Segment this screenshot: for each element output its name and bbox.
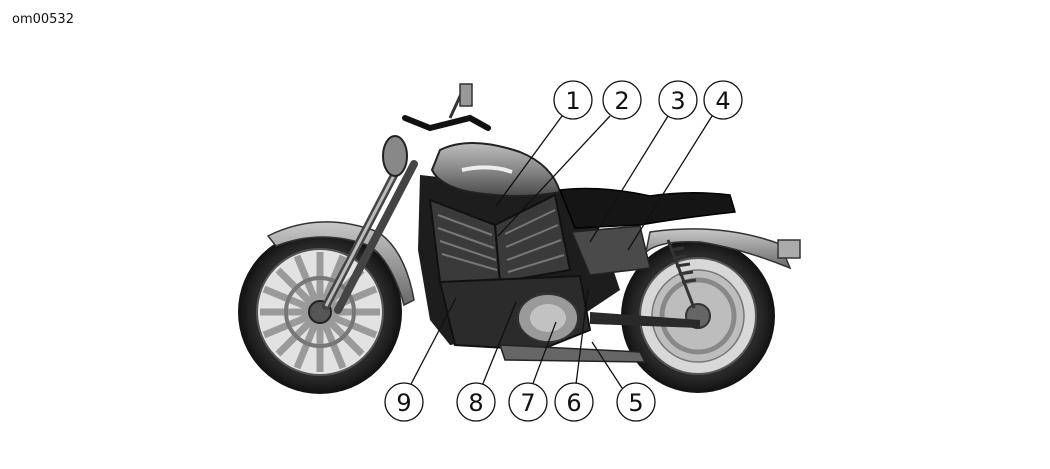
leader-line-5	[591, 341, 623, 389]
callout-4: 4	[703, 80, 743, 120]
callout-3: 3	[658, 80, 698, 120]
leader-line-1	[495, 115, 563, 207]
leader-line-8	[481, 301, 517, 387]
leader-line-4	[627, 115, 713, 251]
callout-label-6: 6	[566, 389, 581, 417]
leader-line-2	[497, 115, 611, 237]
callout-label-8: 8	[468, 389, 483, 417]
callout-7: 7	[508, 382, 548, 422]
callout-label-2: 2	[614, 87, 629, 115]
figure-id: om00532	[12, 12, 74, 27]
leader-line-9	[409, 297, 457, 387]
callout-label-4: 4	[715, 87, 730, 115]
leader-line-6	[575, 289, 589, 385]
callout-1: 1	[553, 80, 593, 120]
callout-5: 5	[616, 382, 656, 422]
callout-8: 8	[456, 382, 496, 422]
leader-line-3	[589, 115, 669, 243]
callout-9: 9	[384, 382, 424, 422]
callout-label-3: 3	[670, 87, 685, 115]
callouts: 1 2 3 4 5 6 7 8	[384, 80, 743, 422]
callout-6: 6	[554, 382, 594, 422]
motorcycle-illustration	[238, 83, 801, 394]
leader-lines	[409, 115, 713, 389]
callout-2: 2	[602, 80, 642, 120]
leader-line-7	[531, 321, 557, 387]
front-wheel	[238, 230, 402, 394]
callout-label-1: 1	[565, 87, 580, 115]
callout-label-5: 5	[628, 389, 643, 417]
callout-label-9: 9	[396, 389, 411, 417]
callout-label-7: 7	[520, 389, 535, 417]
